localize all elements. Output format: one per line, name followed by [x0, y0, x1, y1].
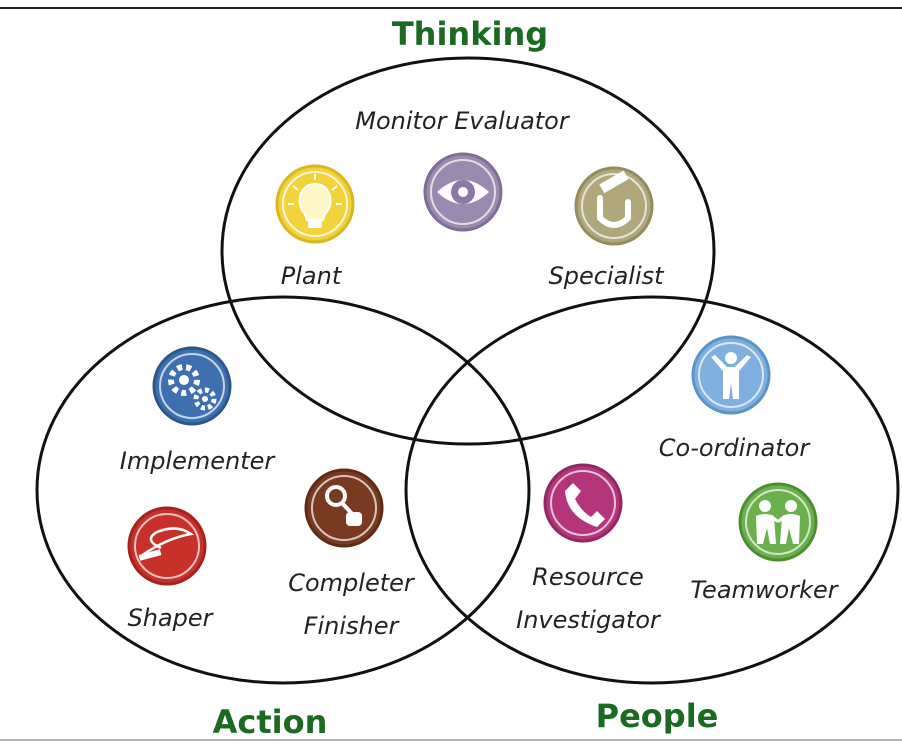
whip-icon: [127, 506, 207, 586]
role-monitor-evaluator: Monitor Evaluator: [355, 107, 571, 135]
role-coordinator: Co-ordinator: [659, 434, 812, 462]
person-icon: [691, 335, 771, 415]
eye-icon: [423, 152, 503, 232]
category-thinking: Thinking: [392, 15, 548, 53]
role-plant: Plant: [281, 262, 343, 290]
hand-key-icon: [304, 468, 384, 548]
role-resource: Resource: [532, 563, 644, 591]
role-implementer: Implementer: [120, 447, 277, 475]
people-icon: [738, 482, 818, 562]
action-circle: [35, 295, 531, 685]
category-action: Action: [213, 703, 328, 741]
thinking-circle: [220, 56, 716, 446]
category-people: People: [596, 697, 719, 735]
people-circle: [404, 295, 900, 685]
tool-icon: [574, 166, 654, 246]
phone-icon: [543, 463, 623, 543]
role-shaper: Shaper: [127, 604, 214, 632]
role-specialist: Specialist: [548, 262, 665, 290]
gears-icon: [152, 346, 232, 426]
role-investigator: Investigator: [516, 606, 662, 634]
role-teamworker: Teamworker: [690, 576, 839, 604]
role-finisher: Finisher: [304, 612, 401, 640]
role-completer: Completer: [288, 569, 416, 597]
lightbulb-icon: [275, 164, 355, 244]
